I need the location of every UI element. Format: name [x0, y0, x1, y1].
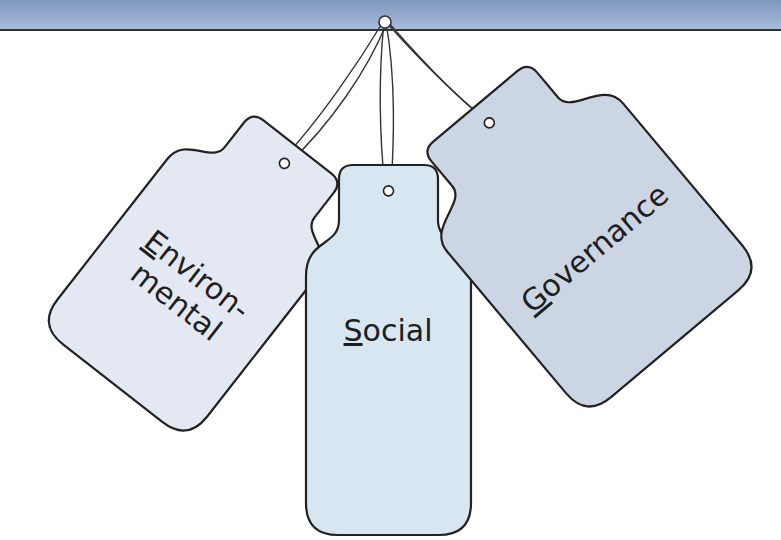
pin: [379, 16, 391, 28]
string: [281, 22, 383, 161]
tag-hole: [383, 186, 393, 196]
tag-label: Social: [326, 314, 451, 349]
bar-edge: [0, 29, 781, 31]
tag-hole: [277, 156, 291, 170]
top-bar: [0, 0, 781, 30]
string: [287, 22, 387, 165]
tag-shape: [387, 32, 762, 417]
tag-hole: [482, 116, 496, 130]
